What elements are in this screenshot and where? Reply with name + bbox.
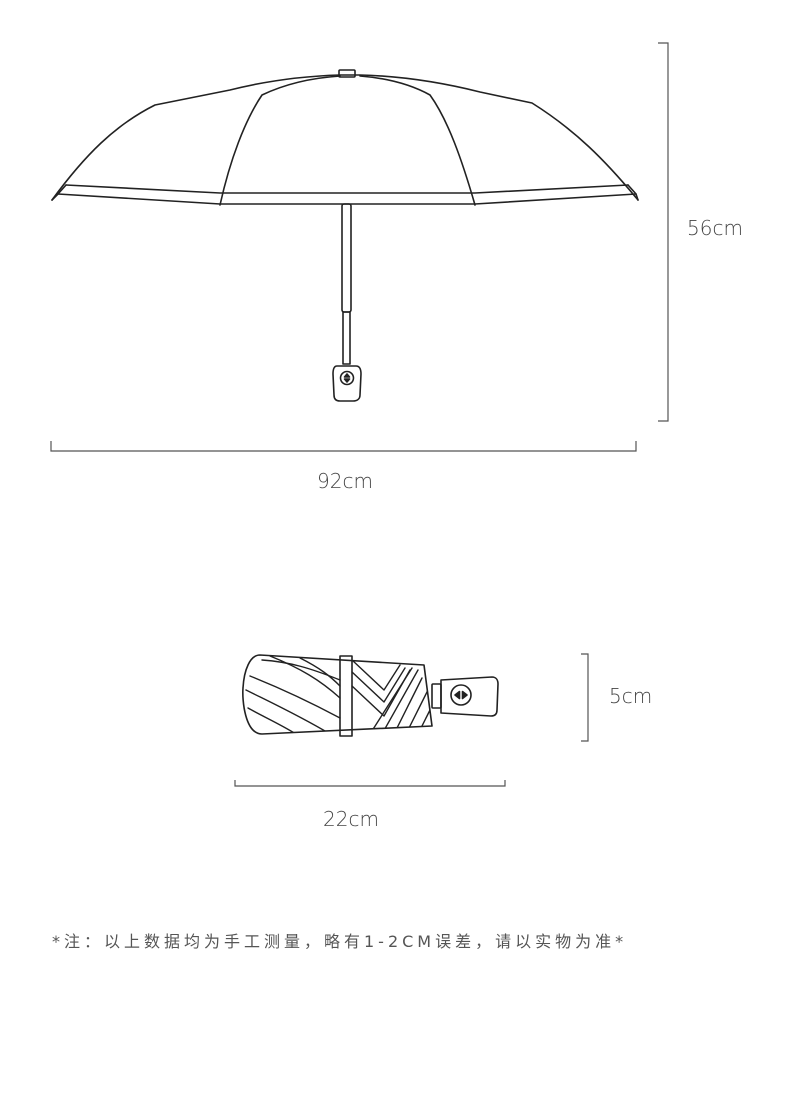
handle-button-arrow-down: [343, 378, 351, 383]
height-label: 56cm: [687, 216, 743, 240]
umbrella-handle: [332, 365, 362, 402]
folded-collar: [431, 683, 442, 709]
folded-canopy-pleats: [245, 655, 432, 734]
canopy-rim-edge-left: [51, 184, 67, 201]
folded-handle-arrow-right: [461, 690, 468, 700]
folded-length-dimension-line: [234, 780, 506, 787]
folded-handle: [440, 676, 499, 717]
canopy-rib-right: [359, 75, 476, 206]
umbrella-shaft-upper: [341, 203, 352, 313]
folded-height-label: 5cm: [609, 684, 653, 708]
folded-canopy-outline: [242, 654, 433, 735]
canopy-rib-left: [219, 75, 341, 206]
folded-height-dimension-line: [581, 653, 589, 742]
canopy-rim-lower: [57, 193, 637, 205]
umbrella-shaft-lower: [342, 311, 351, 365]
folded-strap: [339, 655, 353, 737]
canopy-top-cap: [338, 69, 356, 78]
canopy-rim-edge-right: [627, 184, 639, 201]
folded-length-label: 22cm: [323, 807, 379, 831]
folded-umbrella-drawing: [242, 654, 499, 737]
open-umbrella-drawing: [51, 69, 639, 402]
handle-button-arrow-up: [343, 373, 351, 378]
folded-handle-button-icon: [450, 684, 472, 706]
width-dimension-line: [50, 441, 637, 452]
width-label: 92cm: [317, 469, 373, 493]
measurement-note: *注：以上数据均为手工测量，略有1-2CM误差，请以实物为准*: [52, 932, 628, 951]
handle-button-icon: [339, 370, 355, 386]
folded-handle-arrow-left: [454, 690, 461, 700]
canopy-rim-upper: [65, 184, 629, 194]
canopy-outline: [51, 74, 639, 201]
height-dimension-line: [658, 42, 669, 422]
